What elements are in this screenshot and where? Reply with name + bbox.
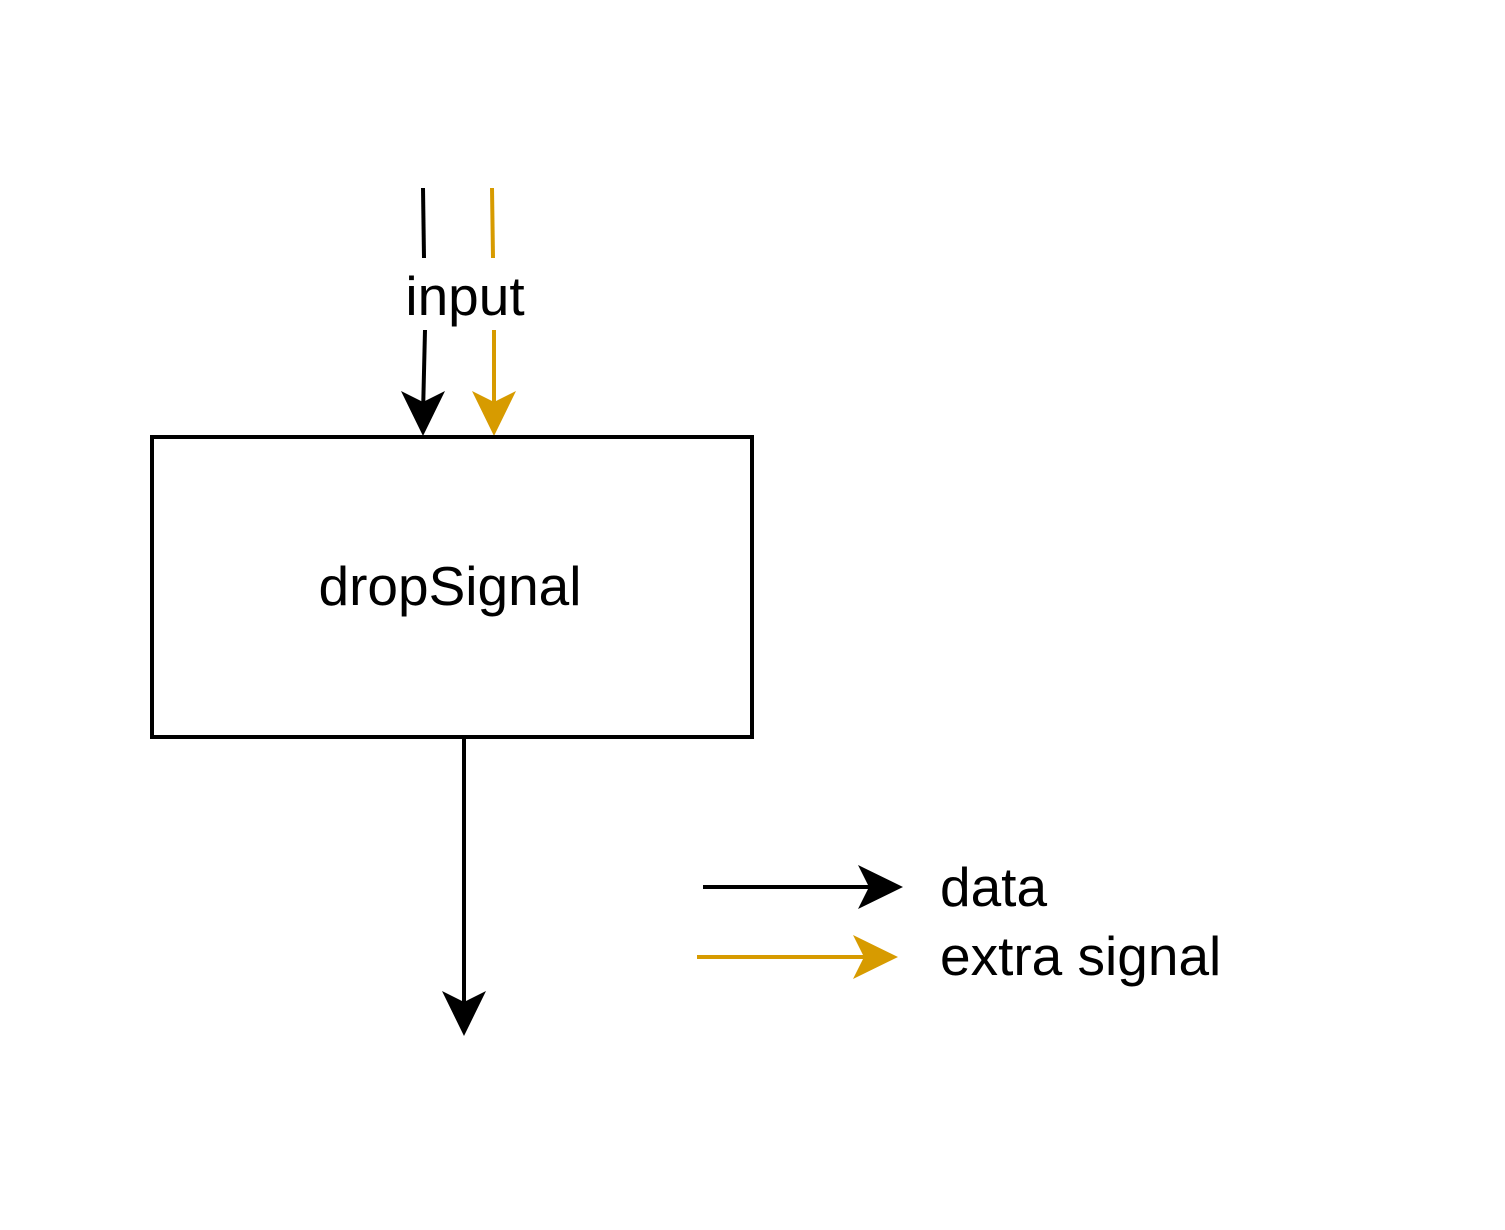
legend-data-label: data (940, 856, 1047, 918)
input-data-line-bottom (421, 329, 427, 415)
input-data-arrowhead (401, 391, 445, 436)
legend: data extra signal (697, 856, 1221, 987)
output-data-arrowhead (442, 991, 486, 1036)
input-data-line-top (421, 187, 426, 259)
output-data-arrow (442, 739, 486, 1036)
input-data-arrow (401, 187, 445, 436)
legend-item-data: data (703, 856, 1047, 918)
legend-item-extra-signal: extra signal (697, 925, 1221, 987)
dropsignal-box (150, 435, 754, 739)
input-signal-arrowhead (472, 391, 516, 436)
input-signal-line-top (490, 187, 495, 259)
dropsignal-block: dropSignal (150, 435, 754, 739)
input-label: input (405, 265, 524, 327)
input-signal-arrow (472, 187, 516, 436)
legend-signal-arrowhead (853, 935, 898, 979)
legend-data-arrowhead (858, 865, 903, 909)
legend-extra-signal-label: extra signal (940, 925, 1221, 987)
dropsignal-label: dropSignal (319, 555, 582, 617)
